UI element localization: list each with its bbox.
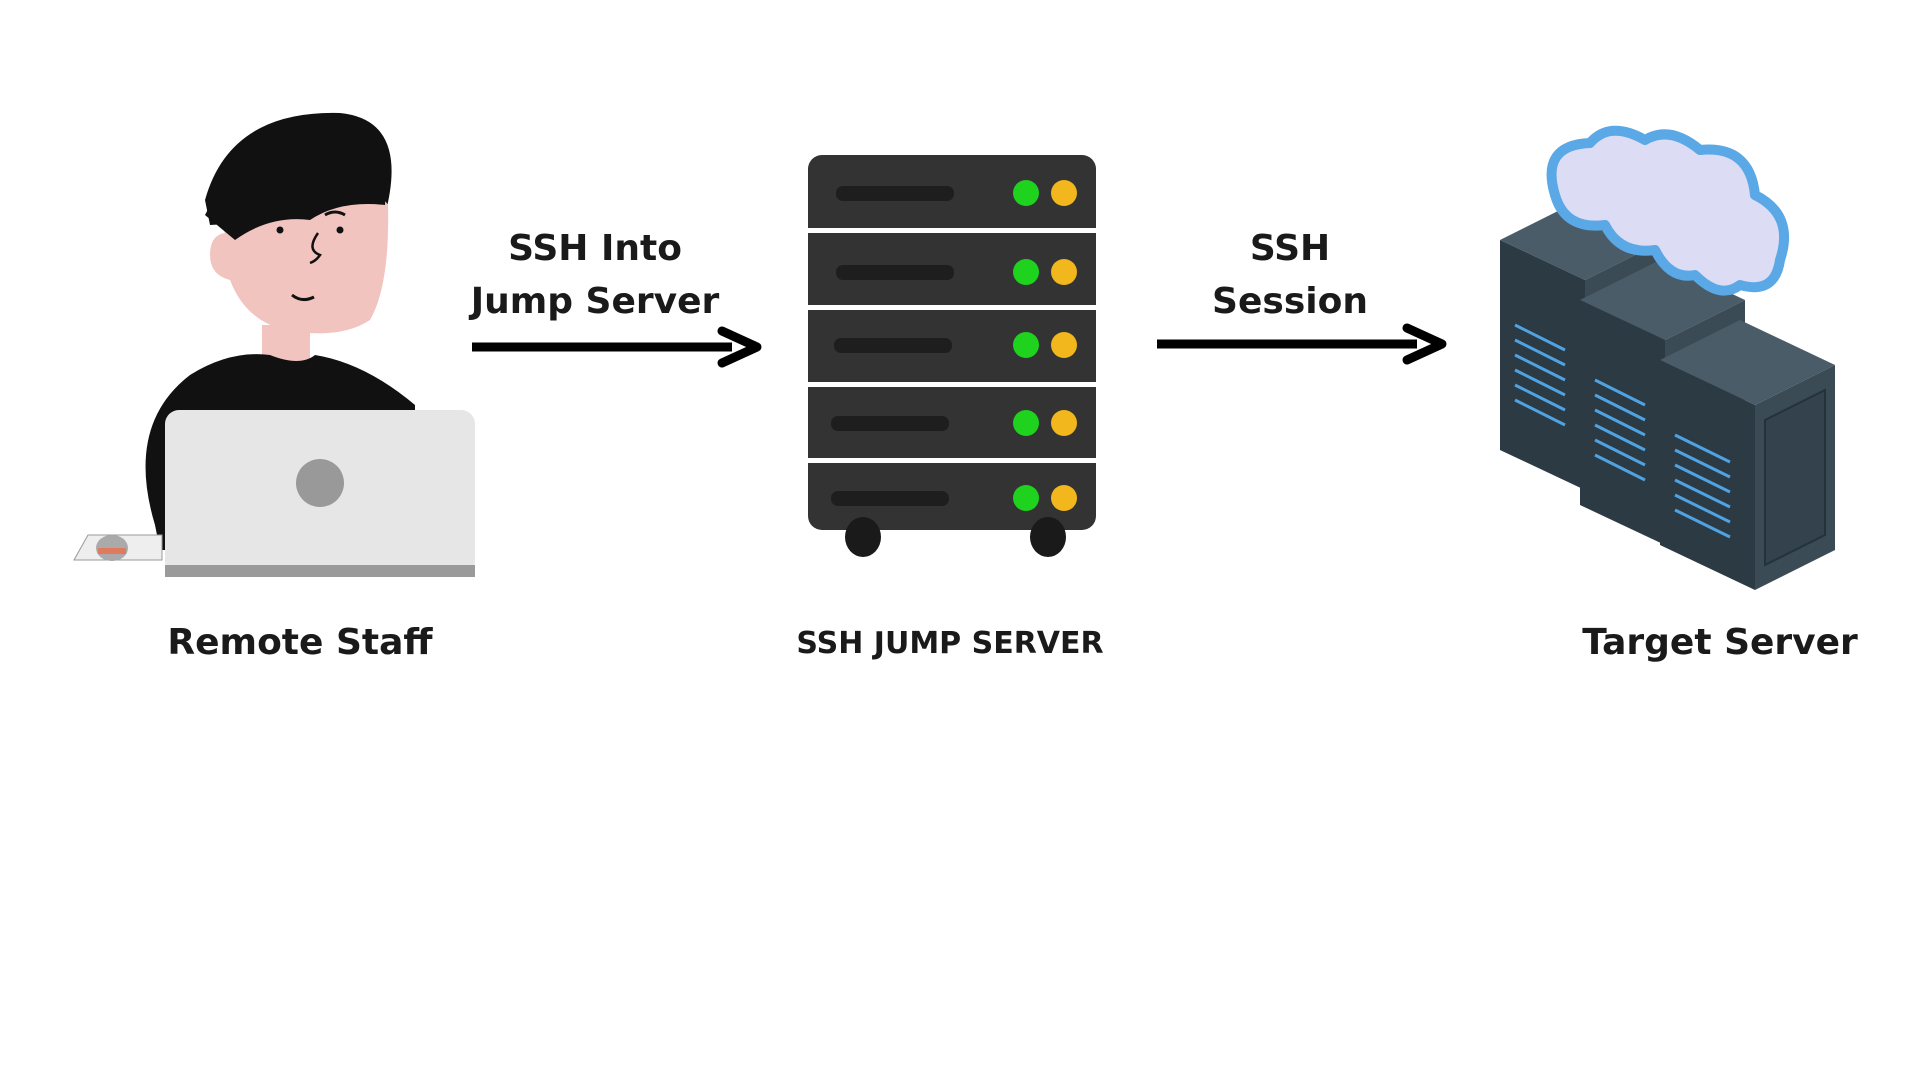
- jump-server-label: SSH JUMP SERVER: [796, 626, 1104, 661]
- edge-label-line: SSH Into: [508, 228, 682, 269]
- remote-staff-label: Remote Staff: [167, 622, 433, 663]
- edge-label-line: SSH: [1249, 228, 1331, 269]
- arrow-to-target-server: [1157, 323, 1447, 365]
- rack-unit: [834, 332, 1077, 358]
- edge-label-ssh-session: SSH Session: [1140, 222, 1440, 328]
- arrow-to-jump-server: [472, 326, 762, 368]
- rack-unit: [836, 180, 1077, 206]
- cloud-icon: [1546, 125, 1790, 296]
- edge-label-line: Jump Server: [470, 281, 720, 322]
- cloud-server-cluster-icon: [1500, 125, 1835, 590]
- person-with-laptop-icon: [73, 112, 475, 577]
- target-server-label: Target Server: [1582, 622, 1858, 663]
- edge-label-line: Session: [1212, 281, 1368, 322]
- rack-unit: [836, 259, 1077, 285]
- rack-unit: [831, 410, 1077, 436]
- server-tower: [1660, 320, 1835, 590]
- rack-unit: [831, 485, 1077, 511]
- server-rack-icon: [802, 155, 1102, 557]
- edge-label-ssh-into-jump-server: SSH Into Jump Server: [440, 222, 750, 328]
